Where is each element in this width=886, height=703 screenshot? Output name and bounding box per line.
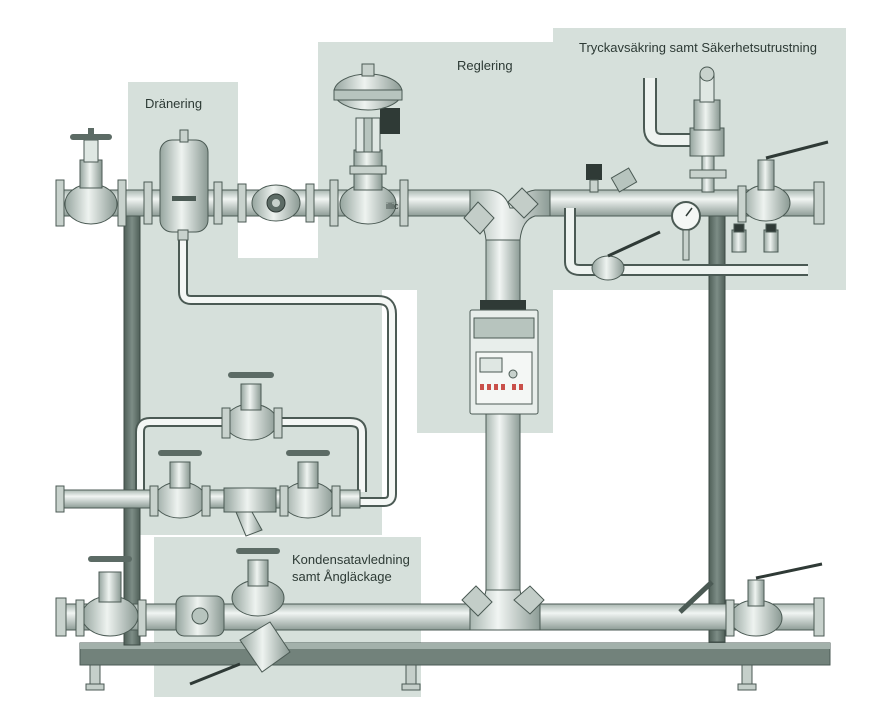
y-junction-bottom-flanges [461,585,545,617]
top-pipe-flanges [55,179,409,227]
ball-valve-top-right [737,140,829,223]
center-riser-lower [485,409,521,601]
zone-label-kondensat-line1: Kondensatavledning [292,552,410,567]
center-riser [485,239,521,311]
actuator-text: illic [386,201,399,211]
safety-valve [689,66,727,193]
zone-label-reglering: Reglering [457,58,513,73]
globe-valve-top-left [64,128,118,225]
drain-strainer [223,487,277,537]
separator-tank [159,129,209,241]
zone-panel-tryck [553,28,846,290]
solenoid-valves [731,223,779,253]
ball-valve-bottom-right [678,562,823,637]
drain-globe-valve-right [279,450,341,519]
zone-label-dranering: Dränering [145,96,203,111]
bypass-globe-valve [221,372,283,441]
pressure-gauge [671,201,701,261]
y-junction-flanges [463,187,539,235]
control-cabinet [469,309,539,415]
small-ball-valve [591,230,661,281]
sight-glass [251,184,301,222]
instrument-small [586,164,638,193]
zone-label-tryckavsakring: Tryckavsäkring samt Säkerhetsutrustning [579,40,817,55]
globe-valve-bottom-center [231,548,285,617]
y-strainer-bottom [189,621,291,686]
frame-feet [85,664,757,691]
globe-valve-bottom-left [75,556,147,637]
drain-globe-valve-left [149,450,211,519]
base-frame-top [80,643,830,649]
zone-label-kondensat-line2: samt Ångläckage [292,569,392,584]
steam-trap [175,595,225,637]
control-valve: illic [333,63,403,225]
